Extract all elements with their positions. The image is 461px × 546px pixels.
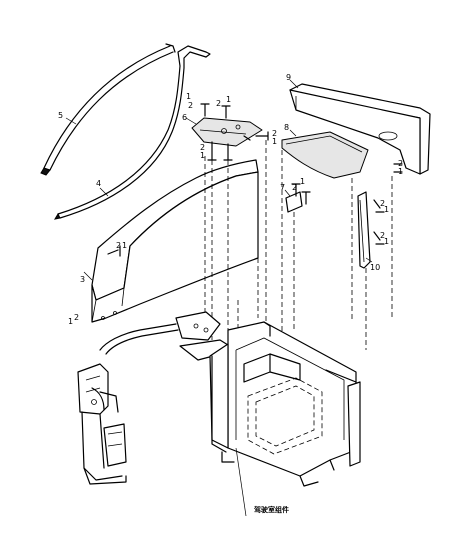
callout-2: 2 [398,159,403,168]
callout-2: 2 [200,143,205,152]
callout-1: 1 [68,317,73,326]
callout-4: 4 [96,179,101,188]
main-frame [209,321,361,487]
callout-8: 8 [284,123,289,132]
part-10-post [357,163,403,269]
callout-2: 2 [74,313,79,322]
callout-labels: 1 2 1 2 6 2 1 2 1 5 4 9 8 2 1 7 2 1 2 1 … [58,73,403,514]
callout-2: 2 [380,199,385,208]
callout-2: 2 [188,101,193,110]
part-4-channel-strip [53,45,211,220]
assembly-lines [204,140,393,350]
part-7-bracket [285,183,311,213]
callout-1: 1 [200,151,205,160]
part-9-roof [289,83,431,175]
part-3-cover [91,159,259,323]
callout-2: 2 [216,99,221,108]
leader-lines [65,79,373,517]
callout-2: 2 [292,183,297,192]
callout-1: 1 [398,167,403,176]
control-tower [77,363,127,485]
callout-1: 1 [226,95,231,104]
part-5-seal-strip [40,43,176,176]
callout-6: 6 [182,113,187,122]
linkage-arm [99,311,237,361]
callout-1: 1 [384,205,389,214]
callout-1: 1 [122,241,127,250]
callout-2: 2 [380,231,385,240]
frame-assembly-label: 驾驶室组件 [253,505,289,514]
callout-10: 10 [370,263,380,272]
callout-9: 9 [286,73,291,82]
callout-1: 1 [272,137,277,146]
callout-2: 2 [116,241,121,250]
part-6-bracket [191,103,269,161]
callout-2: 2 [272,129,277,138]
callout-1: 1 [384,237,389,246]
part-8-pad [281,131,369,179]
callout-7: 7 [280,183,285,192]
callout-5: 5 [58,111,63,120]
callout-1: 1 [186,92,191,101]
callout-3: 3 [80,275,85,284]
callout-1: 1 [300,177,305,186]
